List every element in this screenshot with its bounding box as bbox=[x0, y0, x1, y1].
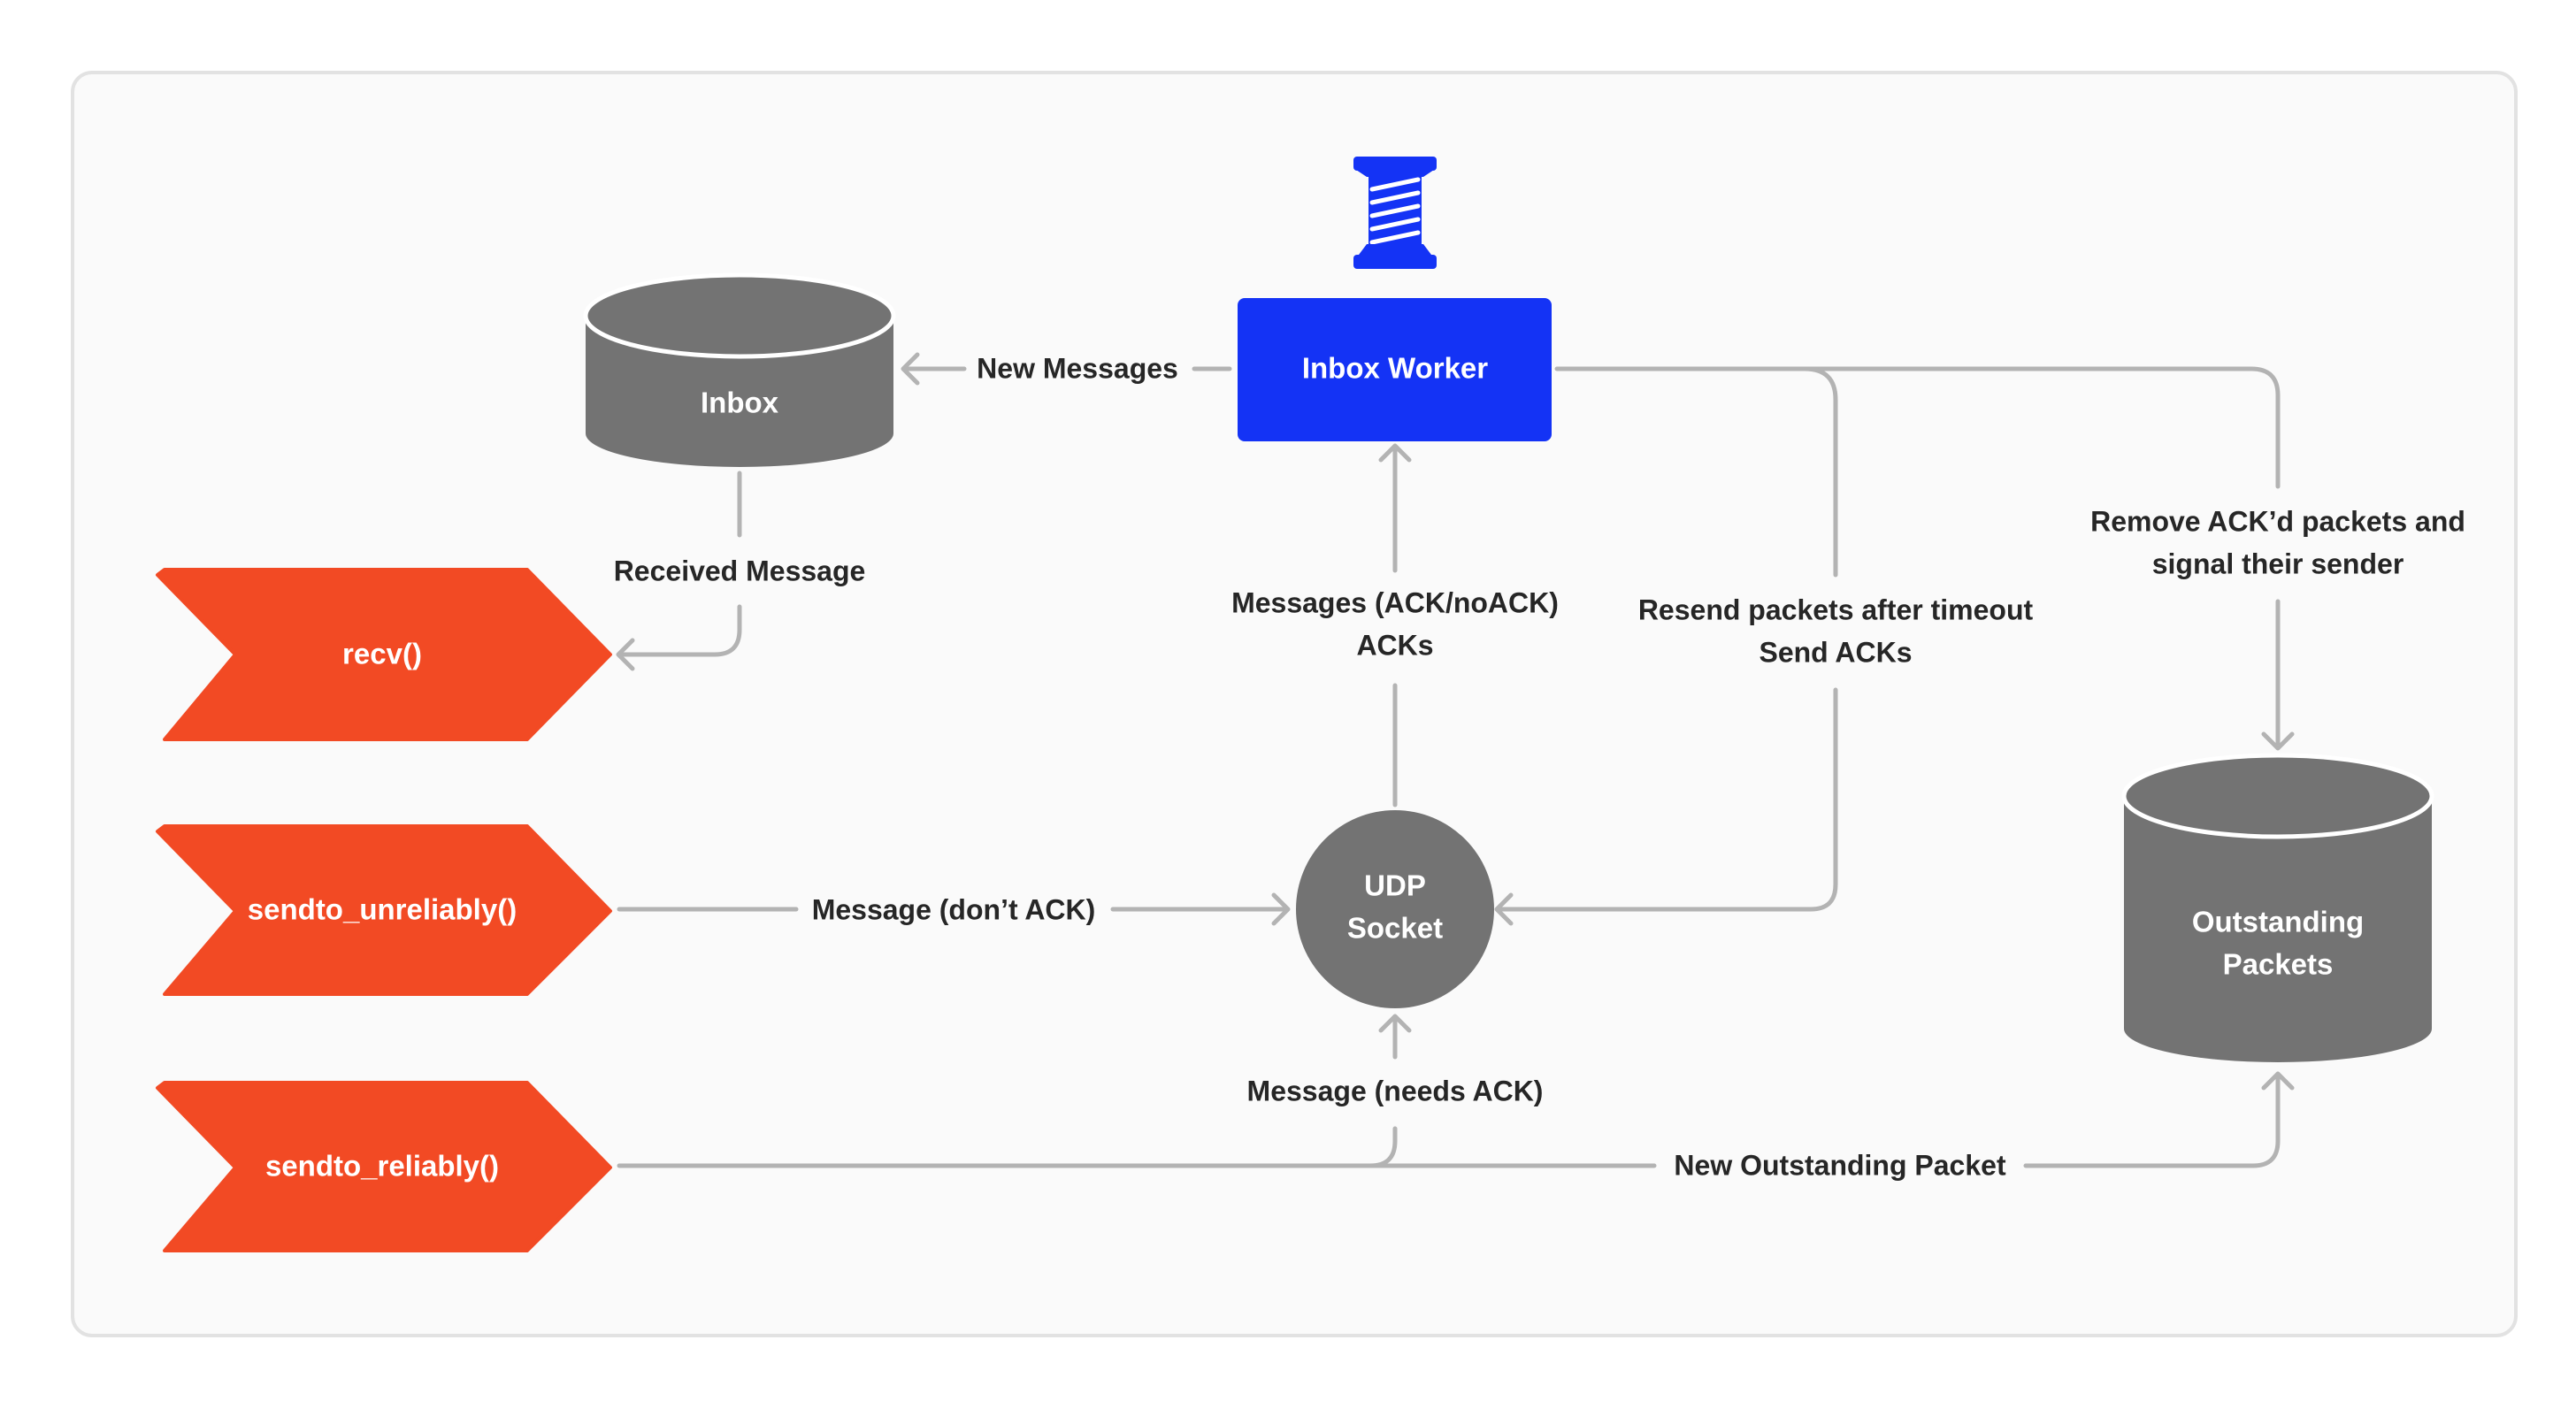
inbox-worker-label: Inbox Worker bbox=[1302, 352, 1488, 385]
arrowhead-left bbox=[1494, 892, 1514, 926]
outstanding-packets-label-line1: Outstanding bbox=[2192, 906, 2364, 938]
edge-labels: New Messages Received Message Messages (… bbox=[614, 352, 2465, 1181]
inbox-database[interactable]: Inbox bbox=[583, 272, 896, 467]
edge-worker-out bbox=[1554, 366, 2281, 489]
arrowhead-up bbox=[2261, 1071, 2295, 1091]
inbox-worker-node[interactable]: Inbox Worker bbox=[1238, 298, 1552, 441]
connectors bbox=[616, 352, 2295, 1168]
outstanding-packets-database[interactable]: Outstanding Packets bbox=[2121, 753, 2434, 1062]
arrowhead-down bbox=[2261, 731, 2295, 751]
udp-socket-node[interactable]: UDP Socket bbox=[1296, 810, 1494, 1008]
arrowhead-left bbox=[901, 352, 920, 386]
udp-socket-label-line2: Socket bbox=[1347, 912, 1443, 945]
inbox-label: Inbox bbox=[701, 387, 779, 419]
label-messages-ack-line1: Messages (ACK/noACK) bbox=[1231, 586, 1559, 618]
label-remove-ackd-line1: Remove ACK’d packets and bbox=[2090, 505, 2465, 537]
edge-message-needs-ack bbox=[1368, 1126, 1398, 1168]
label-new-messages: New Messages bbox=[977, 352, 1178, 384]
sendto-unreliably-label: sendto_unreliably() bbox=[248, 893, 517, 926]
edge-resend bbox=[1802, 366, 1838, 578]
label-resend-line2: Send ACKs bbox=[1759, 636, 1912, 668]
label-received-message: Received Message bbox=[614, 555, 866, 586]
label-message-needs-ack: Message (needs ACK) bbox=[1247, 1075, 1544, 1106]
sendto-reliably-label: sendto_reliably() bbox=[265, 1150, 499, 1183]
udp-socket-label-line1: UDP bbox=[1364, 869, 1426, 902]
recv-label: recv() bbox=[342, 638, 422, 670]
arrowhead-up bbox=[1378, 443, 1412, 463]
label-remove-ackd-line2: signal their sender bbox=[2152, 547, 2404, 579]
spool-thread-icon bbox=[1353, 157, 1437, 269]
label-messages-ack-line2: ACKs bbox=[1356, 629, 1433, 661]
label-resend-line1: Resend packets after timeout bbox=[1638, 593, 2034, 625]
sendto-reliably-function[interactable]: sendto_reliably() bbox=[156, 1081, 612, 1252]
arrowhead-up bbox=[1378, 1014, 1412, 1033]
recv-function[interactable]: recv() bbox=[156, 568, 612, 741]
outstanding-packets-label-line2: Packets bbox=[2223, 948, 2334, 981]
label-new-outstanding: New Outstanding Packet bbox=[1674, 1149, 2006, 1181]
label-message-dont-ack: Message (don’t ACK) bbox=[812, 893, 1096, 925]
sendto-unreliably-function[interactable]: sendto_unreliably() bbox=[156, 824, 612, 996]
arrowhead-left bbox=[616, 638, 635, 671]
arrowhead-right bbox=[1271, 892, 1291, 926]
